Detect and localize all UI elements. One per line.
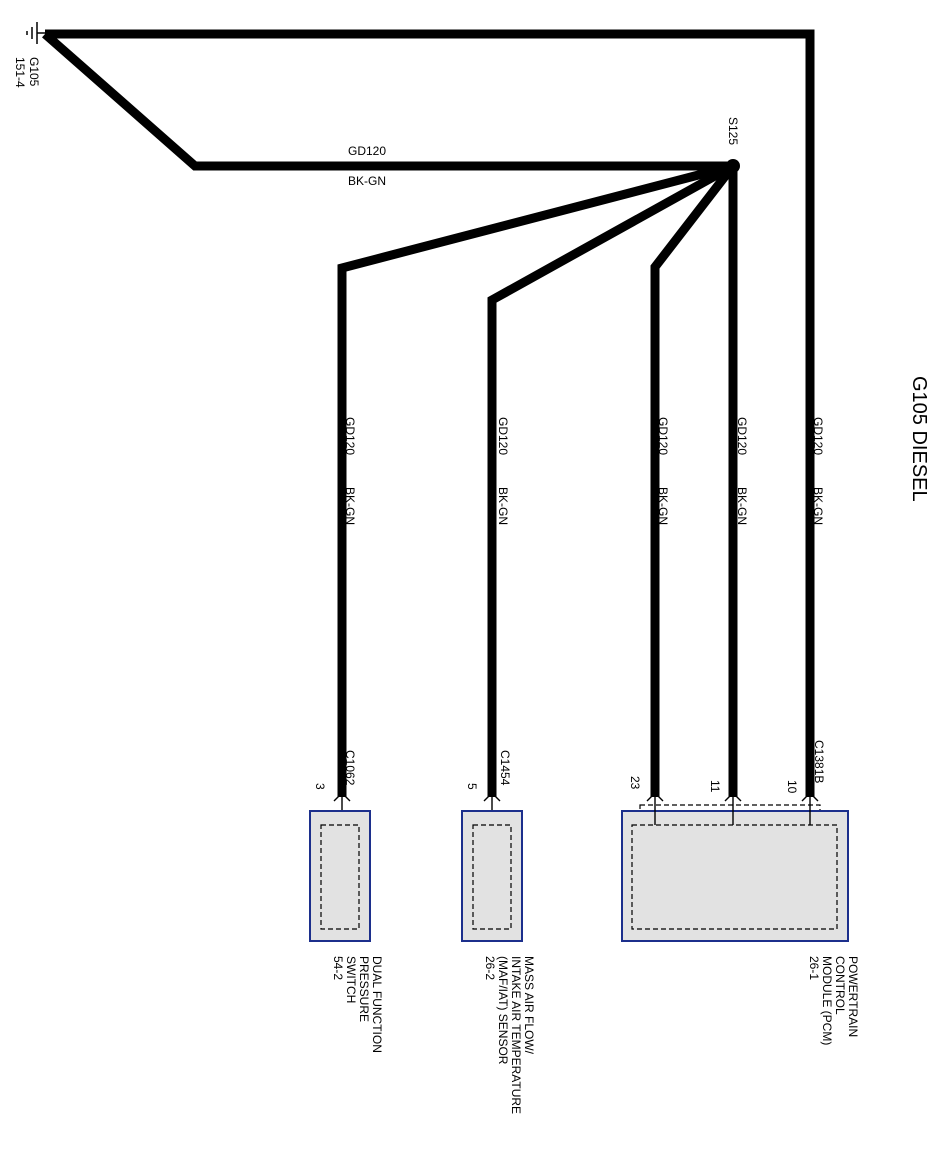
branch-circuit-label: GD120 (343, 417, 357, 455)
pin-chevron-icon (483, 792, 501, 802)
page-title: G105 DIESEL (908, 376, 930, 502)
wire-circuit-label: GD120 (348, 144, 386, 158)
ground-id-label: G105 (27, 57, 41, 87)
component-name-line: CONTROL (833, 956, 847, 1015)
wire-ground-to-splice (42, 30, 733, 171)
branch-labels: GD120 BK-GN GD120 BK-GN GD120 BK-GN GD12… (343, 417, 825, 525)
splice-id-label: S125 (726, 117, 740, 145)
branch-circuit-label: GD120 (811, 417, 825, 455)
component-name-line: POWERTRAIN (846, 956, 860, 1037)
pin-number-label: 5 (465, 783, 479, 790)
pin-number-label: 23 (628, 776, 642, 790)
connector-c1381b-label: C1381B (812, 740, 826, 783)
pin-number-label: 10 (785, 780, 799, 794)
component-dual-function-pressure-switch (309, 797, 371, 942)
component-ref-label: 26-2 (483, 956, 497, 980)
ground-symbol-icon (26, 22, 45, 44)
branch-circuit-label: GD120 (496, 417, 510, 455)
component-label-maf-iat-sensor: MASS AIR FLOW/ INTAKE AIR TEMPERATURE (M… (483, 956, 536, 1114)
wire-ground-to-pcm-pin-10 (45, 29, 815, 797)
pin-chevron-icon (646, 792, 664, 802)
component-name-line: DUAL FUNCTION (370, 956, 384, 1053)
branch-color-label: BK-GN (811, 487, 825, 525)
connector-c1454-label: C1454 (498, 750, 512, 786)
connector-c1062-label: C1062 (343, 750, 357, 786)
splice-dot-icon (726, 159, 740, 173)
component-label-dual-function-pressure-switch: DUAL FUNCTION PRESSURE SWITCH 54-2 (331, 956, 384, 1053)
wire-color-label: BK-GN (348, 174, 386, 188)
branch-color-label: BK-GN (656, 487, 670, 525)
wire-splice-to-c1454 (487, 162, 736, 797)
component-name-line: SWITCH (344, 956, 358, 1003)
branch-color-label: BK-GN (735, 487, 749, 525)
component-name-line: INTAKE AIR TEMPERATURE (509, 956, 523, 1114)
component-label-powertrain-control-module: POWERTRAIN CONTROL MODULE (PCM) 26-1 (807, 956, 860, 1045)
pin-chevron-icon (333, 792, 351, 802)
component-maf-iat-sensor (461, 797, 523, 942)
component-ref-label: 26-1 (807, 956, 821, 980)
pin-chevron-icon (724, 792, 742, 802)
component-name-line: MASS AIR FLOW/ (522, 956, 536, 1055)
pin-chevron-icon (801, 792, 819, 802)
component-name-line: MODULE (PCM) (820, 956, 834, 1045)
component-name-line: (MAF/IAT) SENSOR (496, 956, 510, 1065)
pin-chevrons (333, 792, 819, 802)
component-ref-label: 54-2 (331, 956, 345, 980)
branch-color-label: BK-GN (496, 487, 510, 525)
wires (42, 29, 815, 797)
wire-splice-to-c1062 (337, 161, 735, 797)
wire-splice-to-pcm-pin-23 (650, 163, 737, 797)
component-powertrain-control-module (621, 797, 849, 942)
pin-number-label: 3 (313, 783, 327, 790)
pin-number-label: 11 (708, 780, 722, 793)
component-name-line: PRESSURE (357, 956, 371, 1022)
branch-circuit-label: GD120 (735, 417, 749, 455)
branch-color-label: BK-GN (343, 487, 357, 525)
branch-circuit-label: GD120 (656, 417, 670, 455)
ground-ref-label: 151-4 (13, 57, 27, 88)
